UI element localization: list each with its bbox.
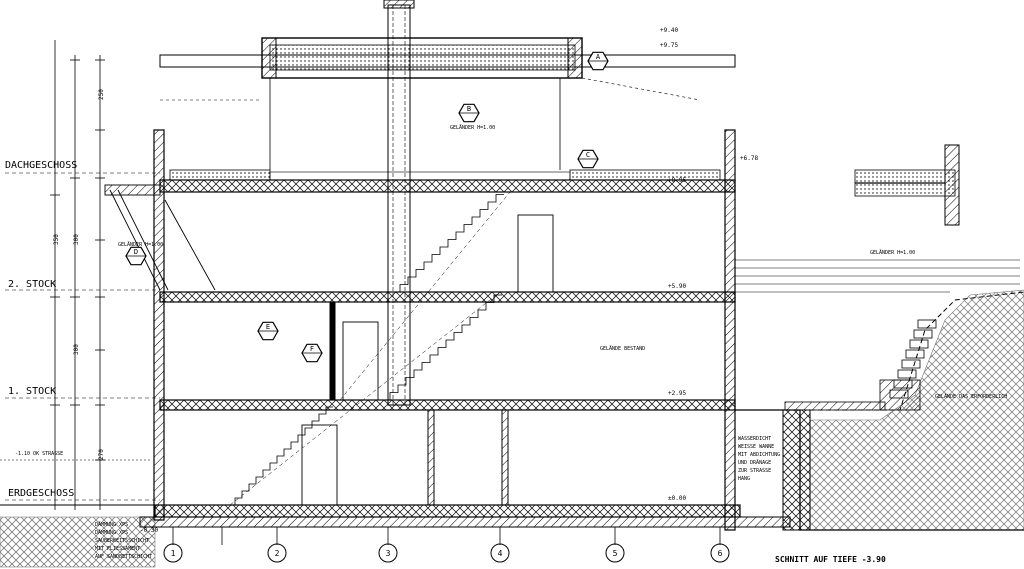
grid-axis-circle (378, 543, 398, 563)
right-note-6: HANG (738, 476, 750, 482)
dim-text-1: 350 (53, 234, 60, 245)
foundation-note-4: MIT FLIESSAMENT (95, 546, 140, 552)
level-ground-floor: ±0.00 (668, 495, 686, 502)
grid-axis-label: 4 (498, 549, 503, 558)
level-foundation: -0.30 (140, 527, 158, 534)
section-marker-label: E (266, 323, 270, 331)
grid-axis-circle (267, 543, 287, 563)
grid-axis-circle (710, 543, 730, 563)
dim-text-3: 300 (73, 344, 80, 355)
section-marker-label: D (134, 248, 138, 256)
foundation-note-5: AUF SANDBETTSCHICHT (95, 554, 152, 560)
interior-walls (269, 78, 561, 506)
grid-axis-label: 1 (171, 549, 176, 558)
right-note-4: UND DRÄNAGE (738, 459, 771, 466)
right-note-1: WASSERDICHT (738, 436, 771, 442)
slab-dachgeschoss (159, 169, 736, 193)
foundation-note-1: DÄMMUNG XPS (95, 521, 128, 528)
stair-note-upper: GELÄNDER H=1.00 (450, 124, 495, 131)
terrain-right (735, 259, 1024, 531)
slab-first-floor (159, 399, 736, 411)
slab-ground-floor (139, 504, 791, 528)
grid-axis-circle (490, 543, 510, 563)
level-roof-slab: +8.95 (668, 177, 686, 184)
ground-note: -1.10 OK STRASSE (15, 451, 63, 457)
grid-axis-label: 2 (275, 549, 280, 558)
grid-axis-circle (163, 543, 183, 563)
detail-inset (854, 144, 960, 226)
floor-label-dachgeschoss: DACHGESCHOSS (5, 160, 77, 171)
floor-label-ground: ERDGESCHOSS (8, 488, 74, 499)
terrace-note: GELÄNDER H=1.00 (870, 249, 915, 256)
dim-text-2: 300 (73, 234, 80, 245)
dim-text-5: 270 (98, 449, 105, 460)
level-eave: +9.75 (660, 42, 678, 49)
staircase (229, 191, 511, 506)
foundation-note-3: SAUBERKEITSSCHICHT (95, 538, 149, 544)
right-note-5: ZUR STRASSE (738, 468, 771, 474)
section-marker-label: A (596, 53, 601, 61)
dim-text-4: 250 (98, 89, 105, 100)
right-note-3: MIT ABDICHTUNG (738, 452, 780, 458)
right-note-2: WEISSE WANNE (738, 444, 774, 450)
left-dimension-lines (50, 40, 105, 510)
bottom-title: SCHNITT AUF TIEFE -3.90 (775, 555, 886, 564)
room-label: GELÄNDE BESTAND (600, 345, 645, 352)
stair-note-lower: GELÄNDER H=1.00 (118, 241, 163, 248)
section-markers: A B C D E F (125, 51, 609, 363)
floor-label-first: 1. STOCK (8, 386, 56, 397)
grid-axis-label: 3 (386, 549, 391, 558)
roof-structure (159, 37, 736, 101)
gravel-note: GELÄNDE DAS ERFORDERLICH (935, 393, 1007, 400)
section-marker-label: B (467, 105, 471, 113)
grid-axis-circle (605, 543, 625, 563)
doors (301, 214, 554, 506)
foundation-note-2: DÄMMUNG XPS (95, 529, 128, 536)
section-marker-label: F (310, 345, 314, 353)
terrain-left (0, 459, 156, 568)
grid-axis-markers: 1 2 3 4 5 6 (163, 543, 730, 563)
section-marker-label: C (586, 151, 590, 159)
level-first-floor: +2.95 (668, 390, 686, 397)
floor-label-second: 2. STOCK (8, 279, 56, 290)
balcony-bracing (104, 184, 216, 291)
floor-reference-lines (5, 172, 160, 501)
level-second-floor: +5.90 (668, 283, 686, 290)
grid-axis-label: 6 (718, 549, 723, 558)
level-roof-top: +9.40 (660, 27, 678, 34)
grid-axis-label: 5 (613, 549, 618, 558)
level-attic: +6.78 (740, 155, 758, 162)
slab-second-floor (159, 291, 736, 303)
foundation-piles (172, 527, 721, 545)
